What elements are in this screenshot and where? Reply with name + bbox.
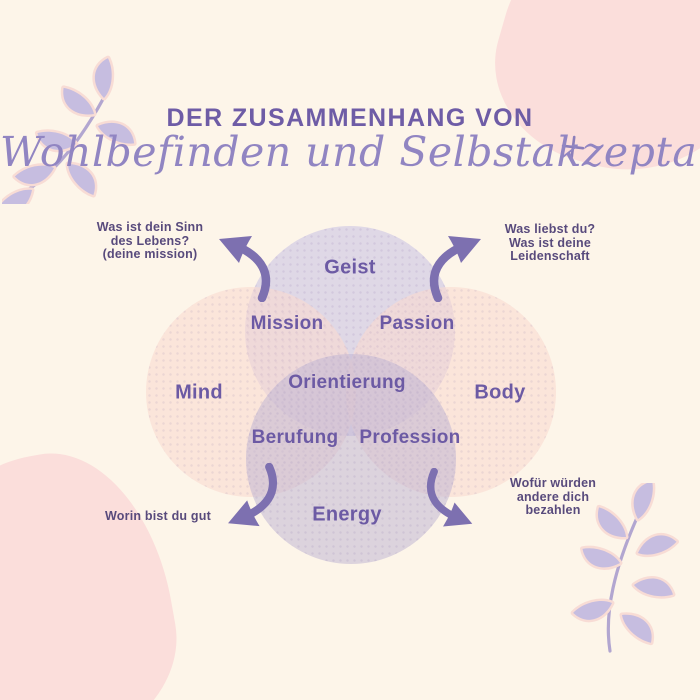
annotation-line: Wofür würden xyxy=(509,476,597,490)
venn-label-profession: Profession xyxy=(359,427,461,448)
venn-label-berufung: Berufung xyxy=(251,427,339,448)
venn-circle-energy xyxy=(246,354,456,564)
curved-arrow-icon xyxy=(429,236,481,302)
annotation-top-right: Was liebst du? Was ist deine Leidenschaf… xyxy=(460,222,640,264)
annotation-bottom-left: Worin bist du gut xyxy=(68,509,248,524)
title-script: Wohlbefinden und Selbstakzeptanz xyxy=(0,128,700,176)
venn-label-orientierung: Orientierung xyxy=(288,372,406,393)
venn-label-mind: Mind xyxy=(175,381,223,404)
annotation-line: des Lebens? xyxy=(110,233,190,248)
curved-arrow-icon xyxy=(427,468,473,527)
venn-label-geist: Geist xyxy=(324,256,376,279)
annotation-line: (deine mission) xyxy=(102,247,198,261)
annotation-line: bezahlen xyxy=(525,503,581,517)
venn-label-energy: Energy xyxy=(312,503,382,526)
leaf-branch-icon xyxy=(540,483,700,653)
annotation-line: andere dich xyxy=(516,489,590,504)
curved-arrow-icon xyxy=(228,463,277,527)
annotation-bottom-right: Wofür würden andere dich bezahlen xyxy=(463,476,643,518)
leaf-branch-icon xyxy=(2,52,154,204)
plus-sparkle-icon xyxy=(561,135,585,159)
annotation-line: Was ist deine xyxy=(508,235,592,250)
annotation-line: Worin bist du gut xyxy=(105,509,211,523)
annotation-top-left: Was ist dein Sinn des Lebens? (deine mis… xyxy=(60,220,240,262)
venn-label-passion: Passion xyxy=(379,313,455,334)
annotation-line: Was ist dein Sinn xyxy=(96,220,204,234)
pink-blob-bottom-left xyxy=(0,436,195,700)
title-kicker: DER ZUSAMMENHANG VON xyxy=(166,104,534,132)
annotation-line: Was liebst du? xyxy=(504,222,596,236)
venn-label-mission: Mission xyxy=(250,313,324,334)
venn-label-body: Body xyxy=(474,381,526,404)
annotation-line: Leidenschaft xyxy=(510,249,590,263)
curved-arrow-icon xyxy=(219,236,271,302)
